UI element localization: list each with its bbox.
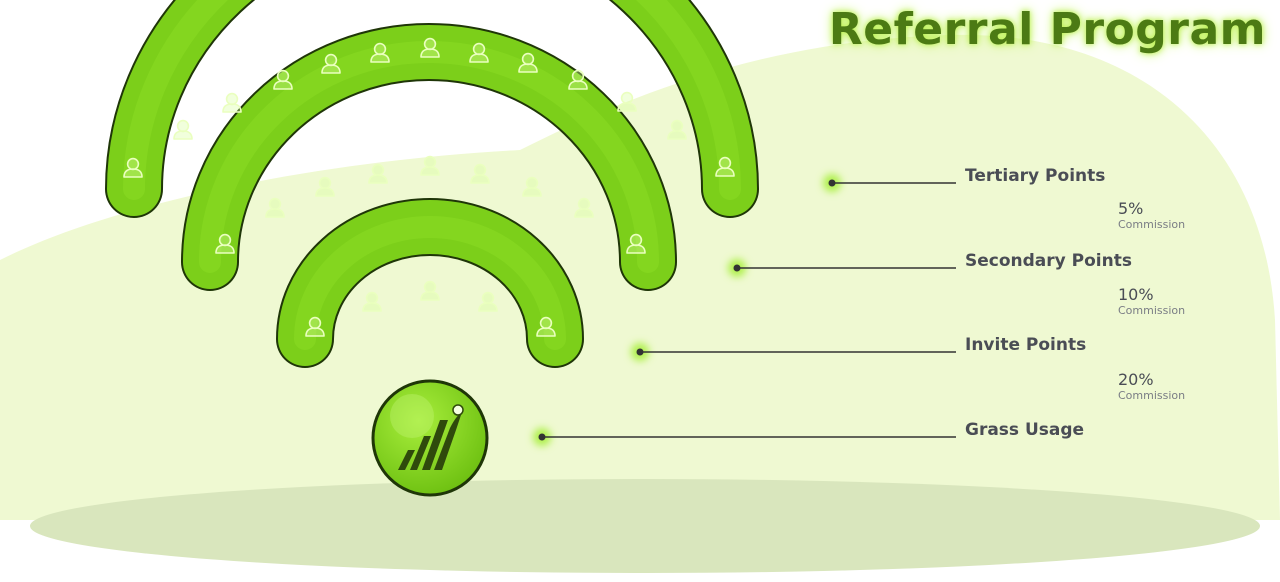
band-tertiary (105, 0, 759, 218)
tier-commission-invite: Commission (1118, 389, 1186, 402)
person-icon (173, 119, 193, 140)
tier-label-tertiary: Tertiary Points (965, 166, 1106, 186)
ground-shadow (30, 479, 1260, 573)
tier-label-secondary: Secondary Points (965, 251, 1132, 271)
tier-label-invite: Invite Points (965, 335, 1087, 355)
leader-secondary (728, 259, 956, 277)
person-icon (222, 92, 242, 113)
grass-logo-icon (371, 379, 489, 497)
page-title: Referral Program (828, 4, 1266, 55)
leader-invite (631, 343, 956, 361)
leader-grass-usage (533, 428, 956, 446)
tier-commission-secondary: Commission (1118, 304, 1186, 317)
tier-percent-invite: 20% (1118, 370, 1154, 389)
leader-tertiary (823, 174, 956, 192)
tier-percent-secondary: 10% (1118, 285, 1154, 304)
tier-commission-tertiary: Commission (1118, 218, 1186, 231)
tier-label-grass-usage: Grass Usage (965, 420, 1085, 440)
tier-percent-tertiary: 5% (1118, 199, 1144, 218)
band-invite (276, 198, 584, 368)
